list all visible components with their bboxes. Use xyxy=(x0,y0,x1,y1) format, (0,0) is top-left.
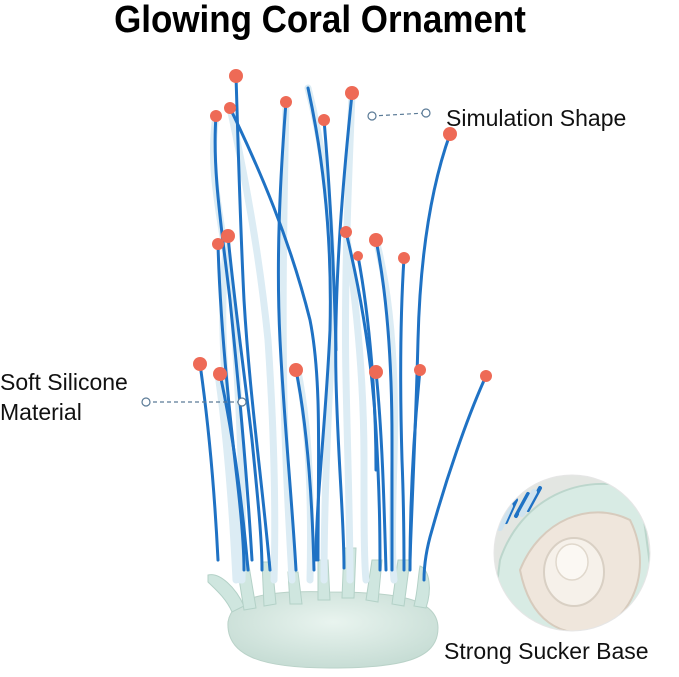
blue-stems xyxy=(198,74,488,582)
label-soft-silicone-line2: Material xyxy=(0,399,82,425)
red-tips xyxy=(193,69,492,382)
label-simulation-shape: Simulation Shape xyxy=(446,105,627,131)
callout-simulation-shape xyxy=(367,108,431,121)
coral-base xyxy=(207,547,439,669)
label-strong-sucker-base: Strong Sucker Base xyxy=(444,638,649,664)
callout-soft-silicone xyxy=(141,397,247,407)
page-title: Glowing Coral Ornament xyxy=(114,0,526,41)
sucker-base-inset xyxy=(493,474,651,632)
label-soft-silicone-line1: Soft Silicone xyxy=(0,369,128,395)
label-soft-silicone: Soft Silicone Material xyxy=(0,367,128,427)
